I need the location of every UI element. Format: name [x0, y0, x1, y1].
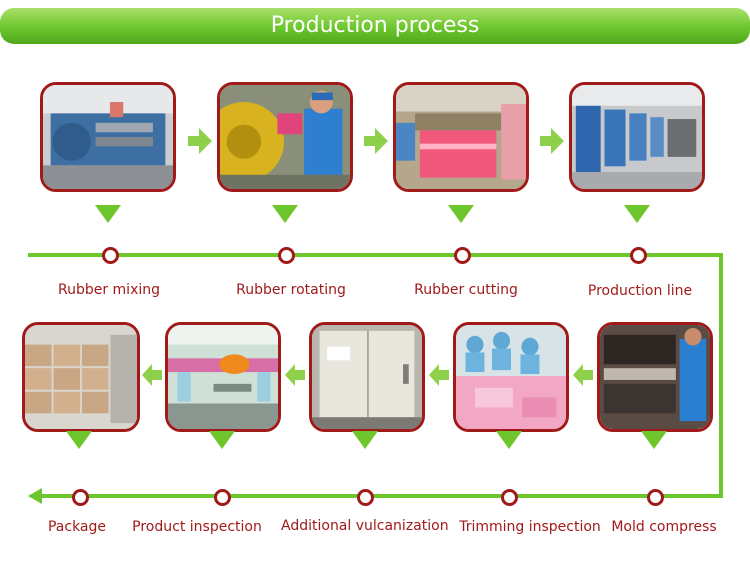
step-label-rubber-mixing: Rubber mixing: [57, 282, 161, 298]
pointer-triangle-icon: [352, 431, 378, 449]
photo-mold-compress: [597, 322, 713, 432]
step-label-mold-compress: Mold compress: [611, 519, 717, 535]
timeline-node: [102, 247, 119, 264]
pointer-triangle-icon: [496, 431, 522, 449]
timeline-line-right: [719, 253, 723, 498]
title-banner: [0, 8, 750, 44]
pointer-triangle-icon: [624, 205, 650, 223]
timeline-node: [630, 247, 647, 264]
step-label-additional-vulcanization: Additional vulcanization: [281, 518, 449, 534]
arrow-left-icon: [28, 488, 42, 504]
arrow-left-icon: [285, 364, 305, 386]
step-label-trimming-inspection: Trimming inspection: [459, 519, 601, 535]
photo-package: [22, 322, 140, 432]
photo-rubber-cutting: [393, 82, 529, 192]
timeline-node: [501, 489, 518, 506]
arrow-right-icon: [188, 128, 212, 154]
timeline-node: [454, 247, 471, 264]
photo-additional-vulcanization: [309, 322, 425, 432]
pointer-triangle-icon: [209, 431, 235, 449]
arrow-right-icon: [540, 128, 564, 154]
step-label-product-inspection: Product inspection: [132, 519, 262, 535]
photo-production-line: [569, 82, 705, 192]
arrow-left-icon: [429, 364, 449, 386]
step-label-production-line: Production line: [587, 283, 693, 299]
timeline-node: [72, 489, 89, 506]
timeline-node: [647, 489, 664, 506]
timeline-node: [214, 489, 231, 506]
timeline-line-bottom: [38, 494, 723, 498]
timeline-node: [278, 247, 295, 264]
step-label-rubber-rotating: Rubber rotating: [236, 282, 346, 298]
photo-rubber-mixing: [40, 82, 176, 192]
page-title: Production process: [270, 13, 480, 38]
step-label-rubber-cutting: Rubber cutting: [414, 282, 518, 298]
pointer-triangle-icon: [272, 205, 298, 223]
arrow-left-icon: [573, 364, 593, 386]
photo-trimming-inspection: [453, 322, 569, 432]
step-label-package: Package: [47, 519, 107, 535]
timeline-line-top: [28, 253, 723, 257]
pointer-triangle-icon: [95, 205, 121, 223]
pointer-triangle-icon: [641, 431, 667, 449]
photo-product-inspection: [165, 322, 281, 432]
pointer-triangle-icon: [448, 205, 474, 223]
timeline-node: [357, 489, 374, 506]
photo-rubber-rotating: [217, 82, 353, 192]
arrow-left-icon: [142, 364, 162, 386]
pointer-triangle-icon: [66, 431, 92, 449]
arrow-right-icon: [364, 128, 388, 154]
